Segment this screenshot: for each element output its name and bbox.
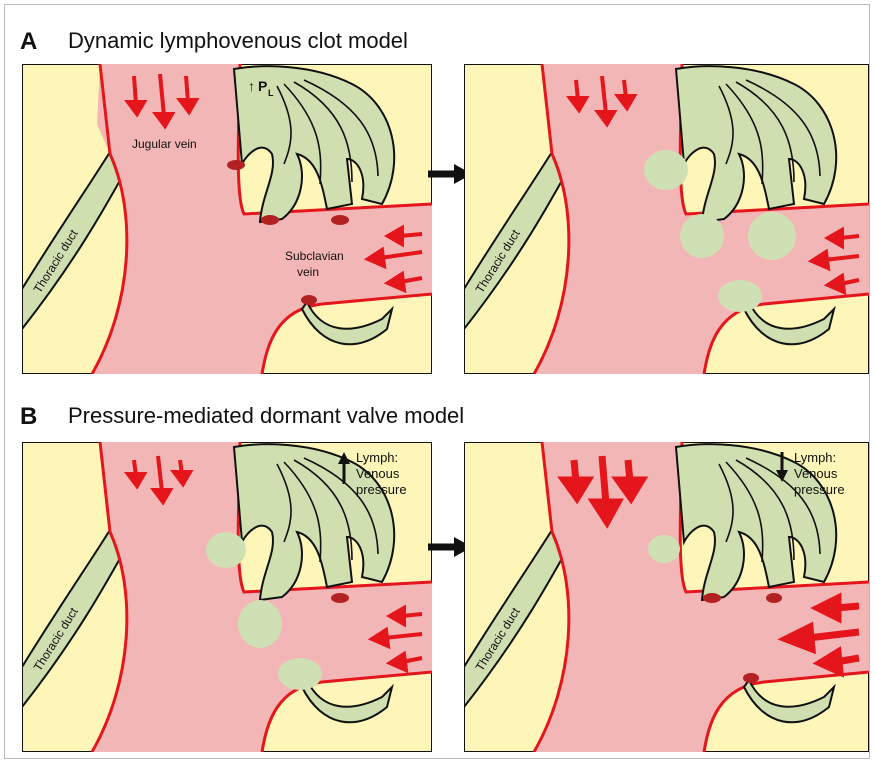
venous-label: Venous — [794, 466, 838, 481]
pressure-up-arrow: ↑ — [248, 78, 255, 94]
dormant-valve — [648, 535, 680, 563]
pressure-label: P — [258, 78, 267, 94]
valve-tip — [301, 295, 317, 305]
panel-b-before: Lymph: Venous pressure Thoracic duct — [22, 442, 432, 752]
panel-b-letter: B — [20, 403, 37, 431]
subclavian-label-line2: vein — [297, 265, 319, 279]
pressure-subscript: L — [268, 88, 274, 98]
panel-a-after: Thoracic duct — [464, 64, 869, 374]
lymph-label: Lymph: — [356, 450, 398, 465]
jugular-vein-label: Jugular vein — [132, 137, 197, 151]
venous-label: Venous — [356, 466, 400, 481]
pressure-word-label: pressure — [794, 482, 845, 497]
valve-tip — [766, 593, 782, 603]
valve-tip — [703, 593, 721, 603]
valve-tip — [331, 593, 349, 603]
panel-b-title: Pressure-mediated dormant valve model — [68, 403, 464, 429]
valve-tip — [261, 215, 279, 225]
panel-a-before: ↑ P L Jugular vein Subclavian vein Thora… — [22, 64, 432, 374]
panel-b-after: Lymph: Venous pressure Thoracic duct — [464, 442, 869, 752]
panel-a-title: Dynamic lymphovenous clot model — [68, 28, 408, 54]
subclavian-label-line1: Subclavian — [285, 249, 344, 263]
valve-tip — [227, 160, 245, 170]
lymph-label: Lymph: — [794, 450, 836, 465]
valve-tip — [331, 215, 349, 225]
valve-tip — [743, 673, 759, 683]
panel-a-letter: A — [20, 28, 37, 56]
pressure-word-label: pressure — [356, 482, 407, 497]
